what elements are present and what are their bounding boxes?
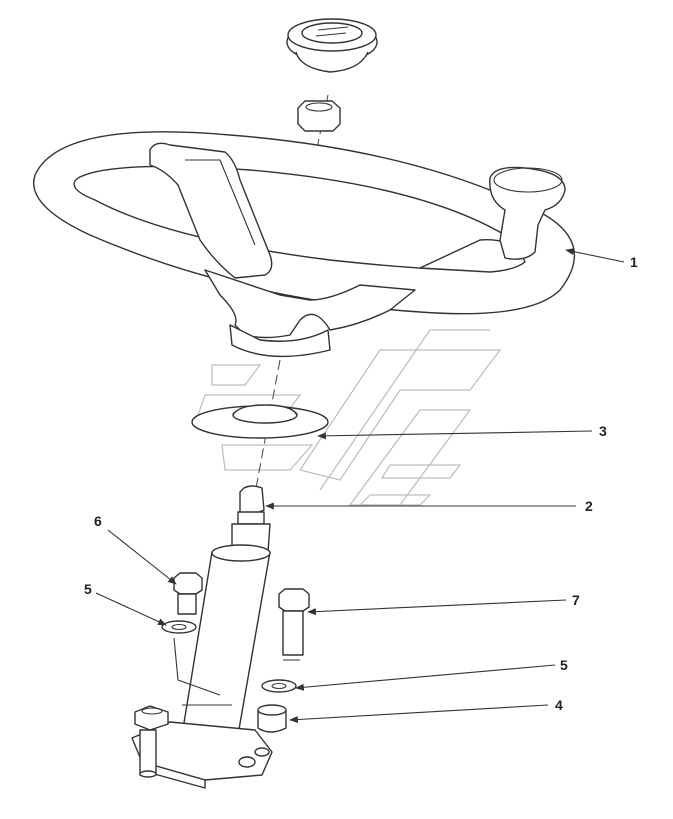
steering-nut [297,100,341,132]
callout-1: 1 [630,254,638,270]
callout-4: 4 [555,697,563,713]
washer-right [261,679,297,693]
steering-wheel [33,131,575,358]
horn-cap [286,18,378,73]
dust-cover [191,404,329,439]
leader-5-right [295,664,556,691]
steering-shaft [231,485,271,553]
leader-7 [307,599,567,616]
watermark-logo [197,329,502,506]
callout-5-left: 5 [84,581,92,597]
callout-2: 2 [585,498,593,514]
mounting-base [131,705,273,789]
bolt-left [173,572,203,615]
washer-left [161,620,197,634]
leader-1 [565,248,625,263]
leader-3 [317,430,593,440]
callout-3: 3 [599,423,607,439]
callout-7: 7 [572,592,580,608]
spacer [257,704,287,733]
leader-4 [289,704,549,724]
leader-5-left [95,592,167,626]
bolt-right [278,588,310,661]
leader-6 [107,529,177,585]
callout-5-right: 5 [560,657,568,673]
callout-6: 6 [94,513,102,529]
